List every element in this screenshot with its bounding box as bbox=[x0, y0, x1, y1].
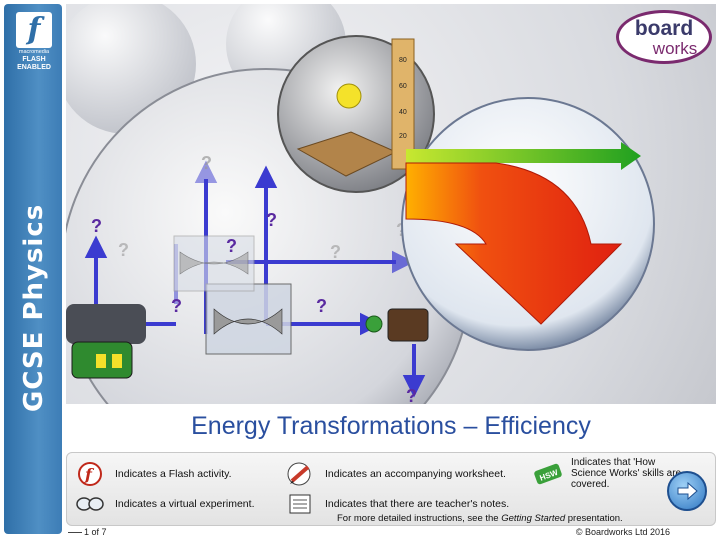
wasted-energy-arrow bbox=[405, 162, 623, 325]
logo-word-board: board bbox=[634, 17, 694, 40]
note-suffix: presentation. bbox=[565, 513, 623, 524]
subject-title-wrapper: GCSE Physics bbox=[4, 4, 62, 534]
flash-icon: f bbox=[16, 12, 52, 48]
flash-badge-line3: ENABLED bbox=[17, 64, 51, 71]
question-mark: ? bbox=[91, 216, 102, 236]
note-emphasis: Getting Started bbox=[501, 513, 566, 524]
motor bbox=[365, 308, 429, 342]
page-title: Energy Transformations – Efficiency bbox=[191, 412, 591, 440]
copyright: © Boardworks Ltd 2016 bbox=[575, 527, 670, 537]
arrow-right-icon bbox=[677, 482, 698, 500]
logo-word-works: works bbox=[652, 39, 698, 58]
page-number: 1 of 7 bbox=[84, 527, 107, 537]
ruler-tick-label: 40 bbox=[399, 109, 407, 116]
legend-hsw: HSW Indicates that 'How Science Works' s… bbox=[533, 457, 683, 490]
question-mark: ? bbox=[118, 240, 129, 260]
flash-badge-line2: FLASH bbox=[22, 56, 46, 63]
note-prefix: For more detailed instructions, see the bbox=[337, 513, 502, 524]
flash-activity-icon: f bbox=[73, 461, 107, 487]
ruler-tick-label: 60 bbox=[399, 83, 407, 90]
legend-worksheet-text: Indicates an accompanying worksheet. bbox=[325, 468, 506, 480]
question-mark: ? bbox=[226, 236, 237, 256]
legend-notes-text: Indicates that there are teacher's notes… bbox=[325, 498, 510, 510]
question-mark: ? bbox=[406, 386, 417, 404]
next-slide-button[interactable] bbox=[667, 471, 707, 511]
hero-illustration: ? ? ? ? ? ? ? ? ? ? ? 80 60 4 bbox=[66, 4, 716, 404]
legend-worksheet: Indicates an accompanying worksheet. bbox=[283, 461, 506, 487]
question-mark: ? bbox=[171, 296, 182, 316]
legend-flash-text: Indicates a Flash activity. bbox=[115, 468, 232, 480]
goggles-virtual-experiment-icon bbox=[73, 491, 107, 517]
ruler-tick-label: 20 bbox=[399, 133, 407, 140]
legend-panel: f Indicates a Flash activity. Indicates … bbox=[66, 452, 716, 526]
sankey-diagram bbox=[405, 142, 641, 325]
sidebar: f macromedia FLASH ENABLED GCSE Physics bbox=[4, 4, 62, 534]
boardworks-logo: board works bbox=[616, 10, 712, 64]
legend-flash: f Indicates a Flash activity. bbox=[73, 461, 232, 487]
loudspeaker-box-faded bbox=[173, 235, 255, 292]
flash-enabled-badge: f macromedia FLASH ENABLED bbox=[12, 12, 56, 74]
subject-title: GCSE Physics bbox=[19, 203, 49, 412]
ball-icon bbox=[336, 83, 362, 109]
svg-text:f: f bbox=[84, 465, 95, 484]
question-mark: ? bbox=[316, 296, 327, 316]
ruler: 80 60 40 20 bbox=[391, 38, 415, 170]
hero-svg: ? ? ? ? ? ? ? ? ? ? ? 80 60 4 bbox=[66, 4, 655, 404]
footer-divider bbox=[68, 532, 82, 533]
legend-notes: Indicates that there are teacher's notes… bbox=[283, 491, 509, 517]
legend-hsw-text: Indicates that 'How Science Works' skill… bbox=[571, 457, 682, 490]
question-mark: ? bbox=[330, 242, 341, 262]
getting-started-note: For more detailed instructions, see the … bbox=[337, 513, 623, 524]
legend-virtual-text: Indicates a virtual experiment. bbox=[115, 498, 255, 510]
how-science-works-icon: HSW bbox=[533, 461, 563, 487]
teacher-notes-icon bbox=[283, 491, 317, 517]
legend-virtual: Indicates a virtual experiment. bbox=[73, 491, 254, 517]
circuit-components bbox=[66, 304, 146, 379]
pencil-worksheet-icon bbox=[283, 461, 317, 487]
flash-badge-line1: macromedia bbox=[18, 49, 50, 55]
loudspeaker-box bbox=[205, 283, 292, 355]
ruler-tick-label: 80 bbox=[399, 57, 407, 64]
question-mark: ? bbox=[201, 153, 212, 173]
question-mark: ? bbox=[266, 210, 277, 230]
